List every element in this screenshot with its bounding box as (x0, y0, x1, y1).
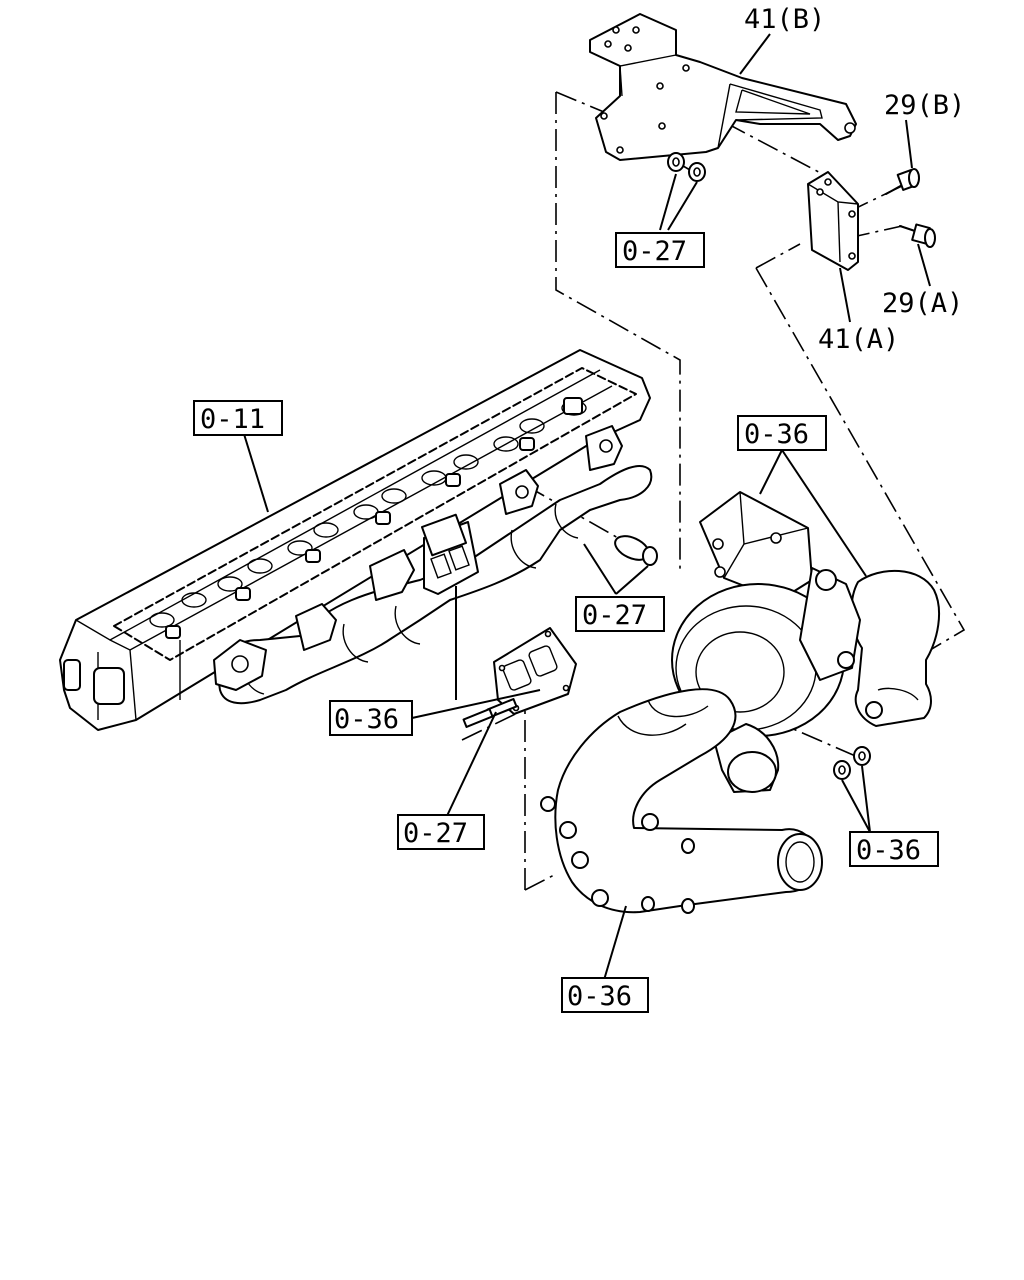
callout-41a: 41(A) (818, 324, 899, 355)
callout-29a: 29(A) (882, 288, 963, 319)
callout-box-036-pipe (561, 977, 649, 1013)
bracket-41a (807, 171, 859, 271)
bolt-29b (885, 168, 920, 195)
callout-box-011 (193, 400, 283, 436)
bolt-29a (899, 223, 936, 248)
stud-pair-manifold (614, 535, 658, 566)
callout-41b: 41(B) (744, 4, 825, 35)
callout-box-027-stud (397, 814, 485, 850)
callout-036-nuts: 0-36 (856, 835, 921, 866)
callout-036-pipe: 0-36 (567, 981, 632, 1012)
callout-036-gasket: 0-36 (334, 704, 399, 735)
callout-011: 0-11 (200, 404, 265, 435)
nut-pair-turbo (833, 746, 871, 780)
callout-027-top: 0-27 (622, 236, 687, 267)
callout-027-mid: 0-27 (582, 600, 647, 631)
turbocharger (671, 491, 941, 793)
exhaust-manifold (213, 425, 653, 705)
callout-box-036-nuts (849, 831, 939, 867)
exhaust-adapter-pipe (540, 688, 823, 914)
assembly-lines (461, 87, 966, 906)
callout-027-stud: 0-27 (403, 818, 468, 849)
callout-labels: 41(B) 29(B) 0-27 29(A) 41(A) 0-11 0-36 0… (193, 4, 965, 1013)
callout-box-027-top (615, 232, 705, 268)
callout-box-036-turbo (737, 415, 827, 451)
callout-box-027-mid (575, 596, 665, 632)
callout-036-turbo: 0-36 (744, 419, 809, 450)
callout-29b: 29(B) (884, 90, 965, 121)
callout-box-036-gasket (329, 700, 413, 736)
leader-lines (243, 33, 931, 981)
cylinder-head (59, 349, 651, 731)
nut-pair-top (667, 152, 706, 182)
bracket-41b (589, 13, 857, 161)
